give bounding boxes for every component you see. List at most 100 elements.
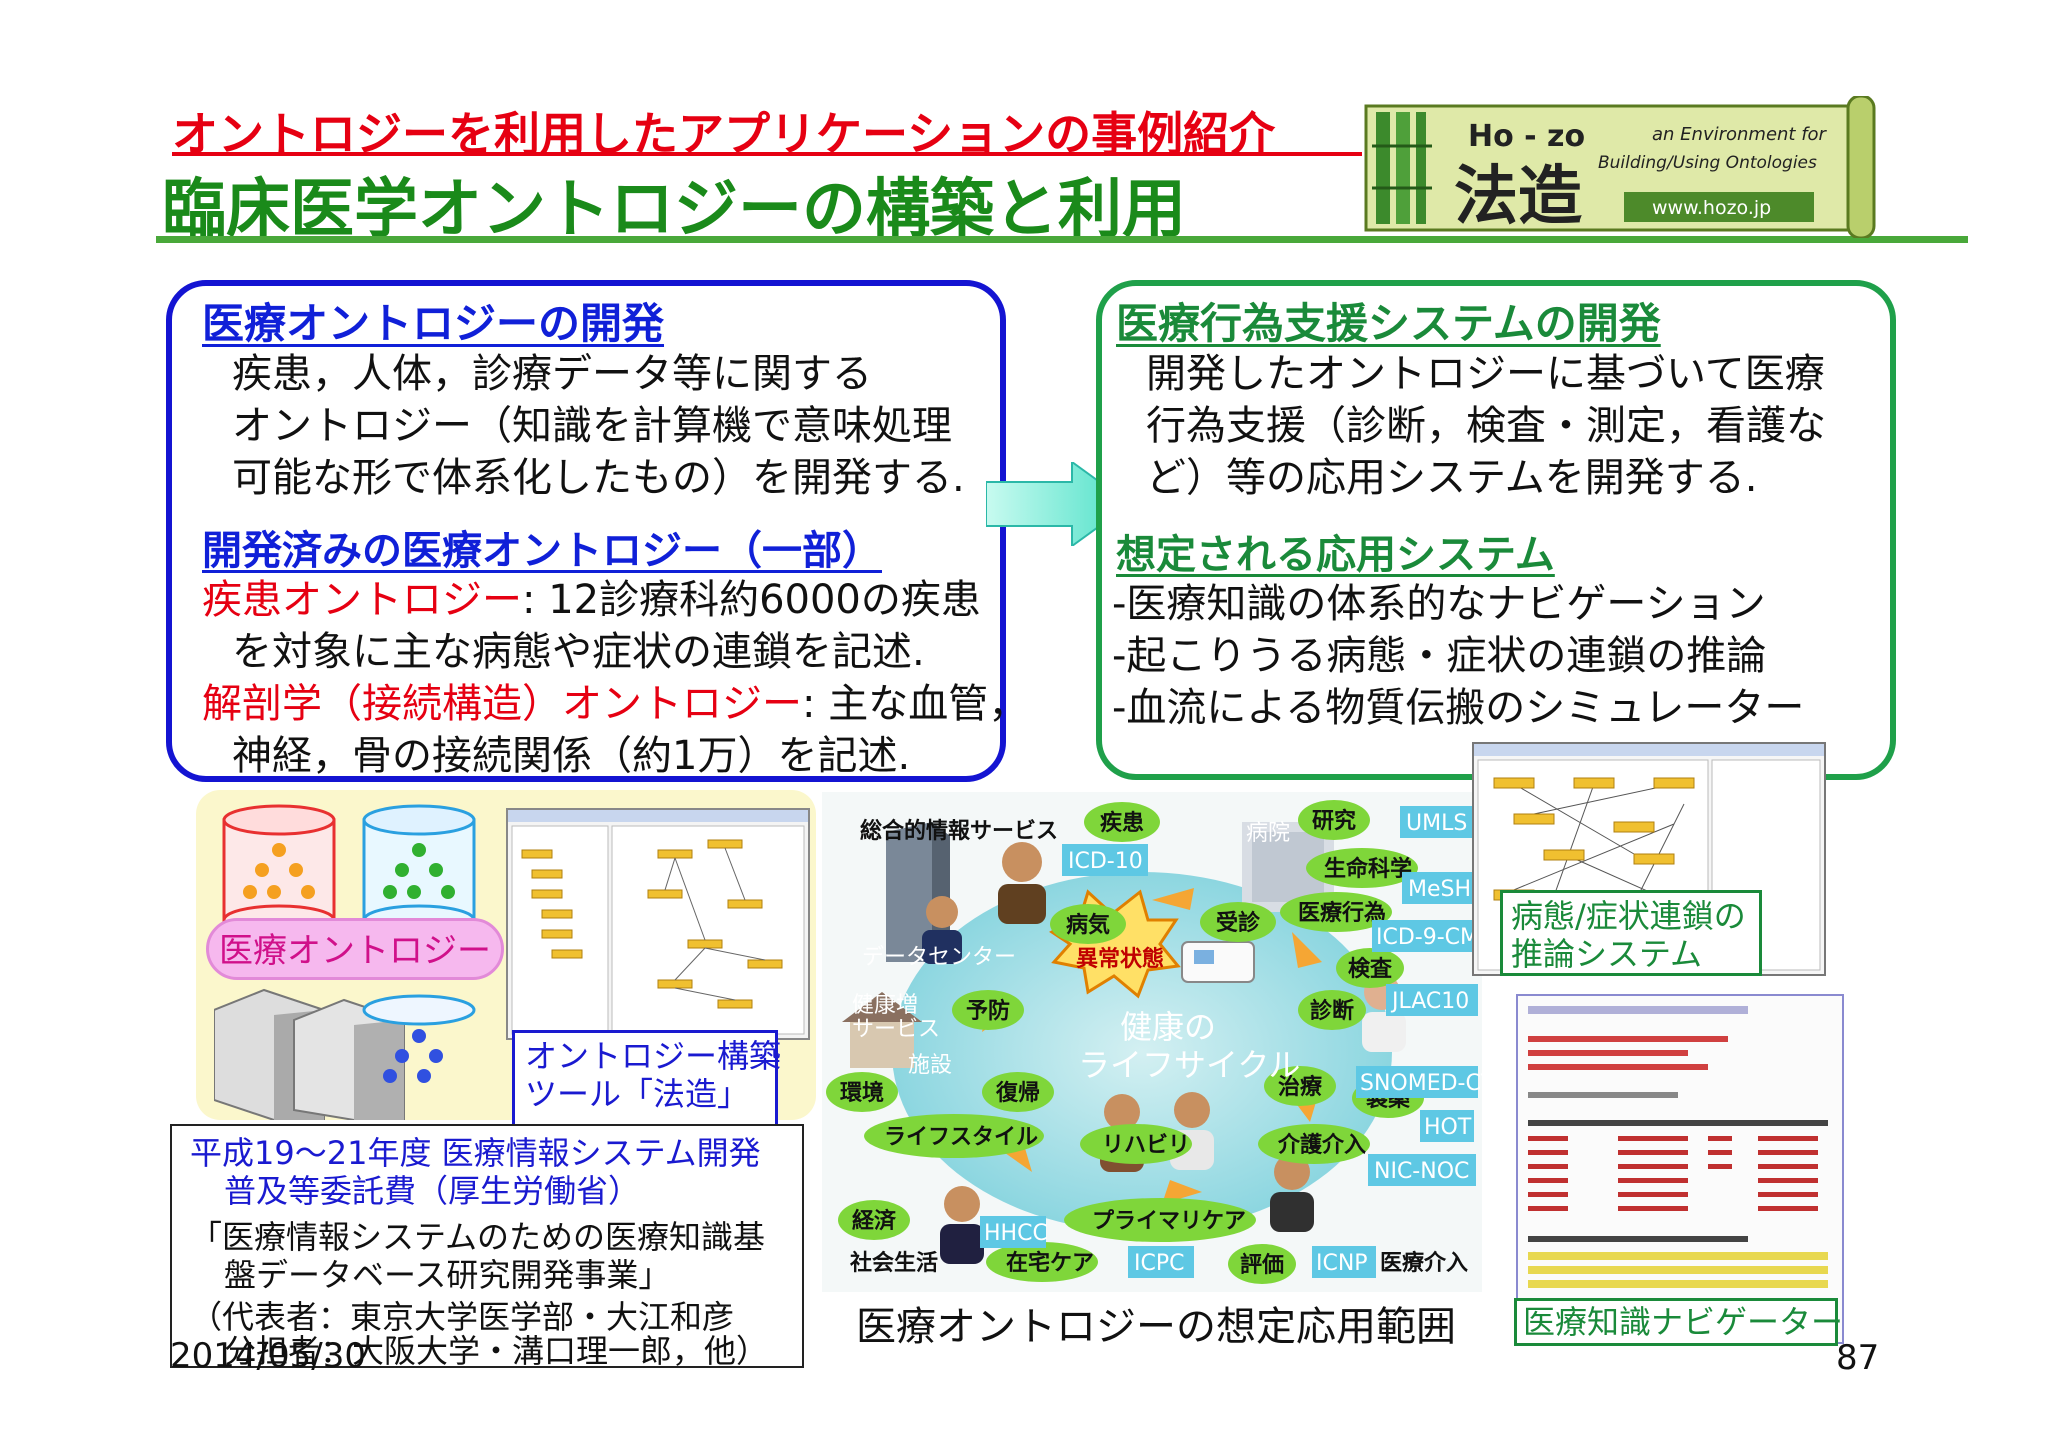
code-umls: UMLS: [1406, 811, 1467, 836]
label-facility: 施設: [908, 1053, 952, 1078]
chain-label-line-1: 病態/症状連鎖の: [1511, 897, 1746, 935]
support-system-panel: [1096, 280, 1896, 780]
label-evaluation: 評価: [1240, 1252, 1284, 1278]
code-icd9cm: ICD-9-CM: [1376, 925, 1479, 950]
project-line-6: 分担者：大阪大学・溝口理一郎，他）: [224, 1332, 769, 1370]
tool-label-line-2: ツール「法造」: [525, 1075, 750, 1113]
page-number: 87: [1836, 1338, 1880, 1378]
logo-name-en: Ho - zo: [1468, 119, 1585, 154]
right-body-line-3: ど）等の応用システムを開発する.: [1146, 455, 1758, 501]
code-nicnoc: NIC-NOC: [1374, 1159, 1469, 1184]
ontology-tool-label-box: オントロジー構築 ツール「法造」: [512, 1030, 782, 1134]
reasoning-system-label: 病態/症状連鎖の 推論システム: [1500, 890, 1762, 976]
label-recovery: 復帰: [995, 1080, 1040, 1106]
label-economy: 経済: [852, 1208, 897, 1234]
anatomy-ontology-label: 解剖学（接続構造）オントロジー: [202, 681, 802, 727]
code-hhcc: HHCC: [984, 1221, 1048, 1246]
left-body-line-1: 疾患，人体，診療データ等に関する: [232, 351, 872, 397]
hozo-logo: Ho - zo 法造 an Environment for Building/U…: [1364, 96, 1876, 238]
left-panel-heading: 医療オントロジーの開発: [202, 299, 665, 348]
subtitle-underline: [172, 152, 1362, 156]
label-medical-intervention: 医療介入: [1380, 1250, 1468, 1276]
tool-label-line-1: オントロジー構築: [525, 1037, 782, 1075]
label-environment: 環境: [840, 1080, 884, 1106]
label-disease: 疾患: [1100, 810, 1144, 836]
hozo-tool-screenshot: [506, 808, 810, 1040]
house-icon: [842, 992, 922, 1068]
label-lifestyle: ライフスタイル: [884, 1125, 1038, 1150]
label-abnormal-state: 異常状態: [1076, 946, 1164, 972]
project-info-box: 平成19～21年度 医療情報システム開発 普及等委託費（厚生労働省） 「医療情報…: [170, 1124, 804, 1370]
slide-title: 臨床医学オントロジーの構築と利用: [162, 173, 1186, 247]
right-body-line-2: 行為支援（診断，検査・測定，看護な: [1146, 403, 1826, 449]
bamboo-icon: [1372, 112, 1432, 224]
project-line-3: 「医療情報システムのための医療知識基: [190, 1218, 766, 1256]
project-line-5: （代表者：東京大学医学部・大江和彦: [190, 1298, 735, 1336]
left-body-line-3: 可能な形で体系化したもの）を開発する.: [232, 455, 965, 501]
code-icnp: ICNP: [1316, 1251, 1368, 1276]
label-medical-act: 医療行為: [1298, 900, 1386, 926]
label-prevention: 予防: [966, 999, 1010, 1024]
title-rule: [156, 236, 1968, 243]
slide-date: 2014/05/30: [170, 1336, 366, 1376]
logo-tagline-1: an Environment for: [1652, 124, 1828, 145]
medical-ontology-pill: 医療オントロジー: [206, 918, 504, 980]
logo-tagline-2: Building/Using Ontologies: [1598, 153, 1817, 173]
lifecycle-center-line-2: ライフサイクル: [1078, 1046, 1300, 1084]
disease-ontology-label: 疾患オントロジー: [202, 577, 522, 623]
label-exam: 検査: [1348, 957, 1393, 982]
right-panel-heading: 医療行為支援システムの開発: [1116, 299, 1661, 348]
logo-url: www.hozo.jp: [1652, 197, 1771, 219]
project-line-4: 盤データベース研究開発事業」: [224, 1256, 671, 1294]
code-icd10: ICD-10: [1068, 849, 1143, 874]
diagram-caption: 医療オントロジーの想定応用範囲: [856, 1304, 1456, 1350]
ontology-development-panel: [166, 280, 1006, 782]
label-care: 介護介入: [1277, 1132, 1366, 1158]
application-item-1: -医療知識の体系的なナビゲーション: [1112, 581, 1766, 627]
anatomy-ontology-text-2: 神経，骨の接続関係（約1万）を記述.: [232, 733, 911, 779]
blue-ontology-database-icon: [362, 994, 476, 1083]
label-data-center: データセンター: [862, 945, 1016, 970]
disease-ontology-text-2: を対象に主な病態や症状の連鎖を記述.: [232, 629, 925, 675]
green-ontology-database-icon: [362, 804, 476, 936]
label-home-care: 在宅ケア: [1006, 1250, 1094, 1276]
label-research: 研究: [1312, 808, 1356, 834]
label-illness: 病気: [1066, 912, 1110, 938]
chain-label-line-2: 推論システム: [1511, 935, 1703, 973]
server-icon: [214, 988, 405, 1120]
code-jlac10: JLAC10: [1390, 989, 1469, 1014]
code-hot: HOT: [1424, 1115, 1472, 1140]
label-treatment: 治療: [1278, 1074, 1322, 1100]
disease-ontology-text: : 12診療科約6000の疾患: [522, 577, 981, 623]
code-icpc: ICPC: [1134, 1251, 1184, 1276]
label-diagnosis: 診断: [1310, 998, 1354, 1024]
red-ontology-database-icon: [222, 804, 336, 936]
application-scope-diagram: 総合的情報サービス データセンター 健康増 サービス 病院 施設 疾患 研究 生…: [822, 792, 1482, 1292]
label-life-science: 生命科学: [1324, 856, 1412, 882]
code-mesh: MeSH: [1408, 877, 1471, 902]
left-sub-heading: 開発済みの医療オントロジー（一部）: [202, 528, 882, 574]
project-line-1: 平成19～21年度 医療情報システム開発: [190, 1134, 761, 1172]
application-item-3: -血流による物質伝搬のシミュレーター: [1112, 685, 1805, 731]
label-visit: 受診: [1216, 910, 1261, 936]
label-hospital: 病院: [1246, 821, 1290, 846]
label-primary-care: プライマリケア: [1092, 1209, 1246, 1234]
knowledge-navigator-screenshot: [1516, 994, 1844, 1344]
label-social-life: 社会生活: [850, 1250, 938, 1276]
label-health-service-2: サービス: [852, 1017, 940, 1042]
anatomy-ontology-line: 解剖学（接続構造）オントロジー: 主な血管，: [202, 678, 1028, 730]
application-item-2: -起こりうる病態・症状の連鎖の推論: [1112, 633, 1767, 679]
label-rehab: リハビリ: [1102, 1133, 1190, 1158]
ambulance-icon: [1181, 941, 1255, 983]
lifecycle-center-line-1: 健康の: [1120, 1008, 1216, 1046]
label-health-service-1: 健康増: [852, 993, 918, 1018]
disease-ontology-line: 疾患オントロジー: 12診療科約6000の疾患: [202, 574, 981, 626]
logo-name-kanji: 法造: [1454, 160, 1582, 234]
label-info-service: 総合的情報サービス: [860, 818, 1058, 844]
project-line-2: 普及等委託費（厚生労働省）: [224, 1172, 641, 1210]
right-sub-heading: 想定される応用システム: [1116, 532, 1555, 578]
anatomy-ontology-text: : 主な血管，: [802, 681, 1029, 727]
right-body-line-1: 開発したオントロジーに基づいて医療: [1146, 351, 1825, 397]
left-body-line-2: オントロジー（知識を計算機で意味処理: [232, 403, 952, 449]
code-snomed: SNOMED-CT: [1360, 1071, 1482, 1096]
